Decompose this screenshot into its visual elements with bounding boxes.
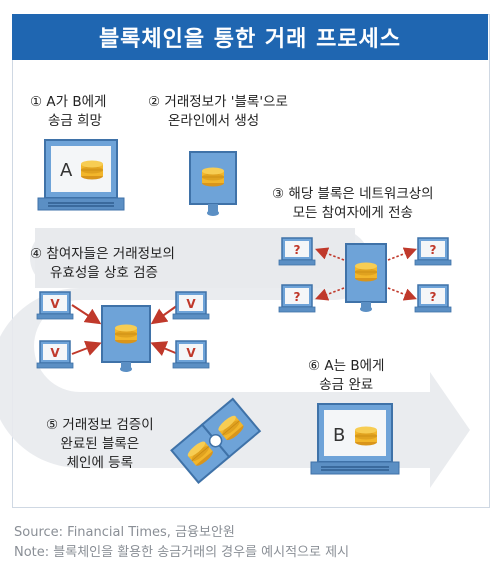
step-6-label: ⑥ A는 B에게 송금 완료	[308, 357, 384, 395]
chained-blocks	[170, 397, 262, 484]
participant-laptop-unverified: ?	[278, 237, 316, 266]
participant-laptop-unverified: ?	[414, 284, 452, 313]
step-1-line1: ① A가 B에게	[30, 94, 107, 110]
laptop-a-label: A	[60, 160, 73, 181]
step-5-line1: ⑤ 거래정보 검증이	[46, 417, 154, 433]
verified-mark: V	[186, 297, 196, 311]
sender-laptop-a	[37, 139, 125, 211]
step-3-line1: ③ 해당 블록은 네트워크상의	[272, 186, 434, 202]
source-note: Source: Financial Times, 금융보안원	[14, 525, 235, 540]
new-block	[189, 151, 237, 216]
unknown-mark: ?	[294, 243, 301, 257]
participant-laptop-verified: V	[172, 340, 210, 369]
step-4-line2: 유효성을 상호 검증	[50, 265, 158, 281]
step-1-label: ① A가 B에게 송금 희망	[30, 93, 106, 131]
broadcast-block	[345, 243, 387, 312]
step-6-line2: 송금 완료	[319, 377, 374, 393]
unknown-mark: ?	[430, 290, 437, 304]
participant-laptop-verified: V	[36, 291, 74, 320]
footnote: Note: 블록체인을 활용한 송금거래의 경우를 예시적으로 제시	[14, 545, 350, 560]
receiver-laptop-b	[310, 403, 400, 475]
step-5-line2: 완료된 블록은	[60, 436, 140, 452]
participant-laptop-verified: V	[172, 291, 210, 320]
step-3-label: ③ 해당 블록은 네트워크상의 모든 참여자에게 전송	[272, 185, 434, 223]
verified-mark: V	[50, 297, 60, 311]
step-4-label: ④ 참여자들은 거래정보의 유효성을 상호 검증	[30, 245, 175, 283]
step-1-line2: 송금 희망	[48, 113, 102, 129]
step-6-line1: ⑥ A는 B에게	[308, 358, 385, 374]
step-2-label: ② 거래정보가 '블록'으로 온라인에서 생성	[148, 93, 288, 131]
step-4-line1: ④ 참여자들은 거래정보의	[30, 246, 175, 262]
participant-laptops: ???? V V V V	[36, 237, 452, 369]
verified-mark: V	[186, 346, 196, 360]
step-5-label: ⑤ 거래정보 검증이 완료된 블록은 체인에 등록	[46, 416, 154, 473]
step-2-line2: 온라인에서 생성	[168, 113, 260, 129]
participant-laptop-verified: V	[36, 340, 74, 369]
verified-mark: V	[50, 346, 60, 360]
step-5-line3: 체인에 등록	[66, 455, 134, 471]
verify-arrows	[71, 304, 179, 356]
step-2-line1: ② 거래정보가 '블록'으로	[148, 94, 288, 110]
participant-laptop-unverified: ?	[414, 237, 452, 266]
verify-block	[101, 305, 151, 372]
participant-laptop-unverified: ?	[278, 284, 316, 313]
unknown-mark: ?	[294, 290, 301, 304]
laptop-b-label: B	[333, 425, 345, 446]
diagram-title: 블록체인을 통한 거래 프로세스	[12, 14, 488, 60]
broadcast-arrows	[315, 247, 417, 301]
unknown-mark: ?	[430, 243, 437, 257]
step-3-line2: 모든 참여자에게 전송	[292, 205, 413, 221]
